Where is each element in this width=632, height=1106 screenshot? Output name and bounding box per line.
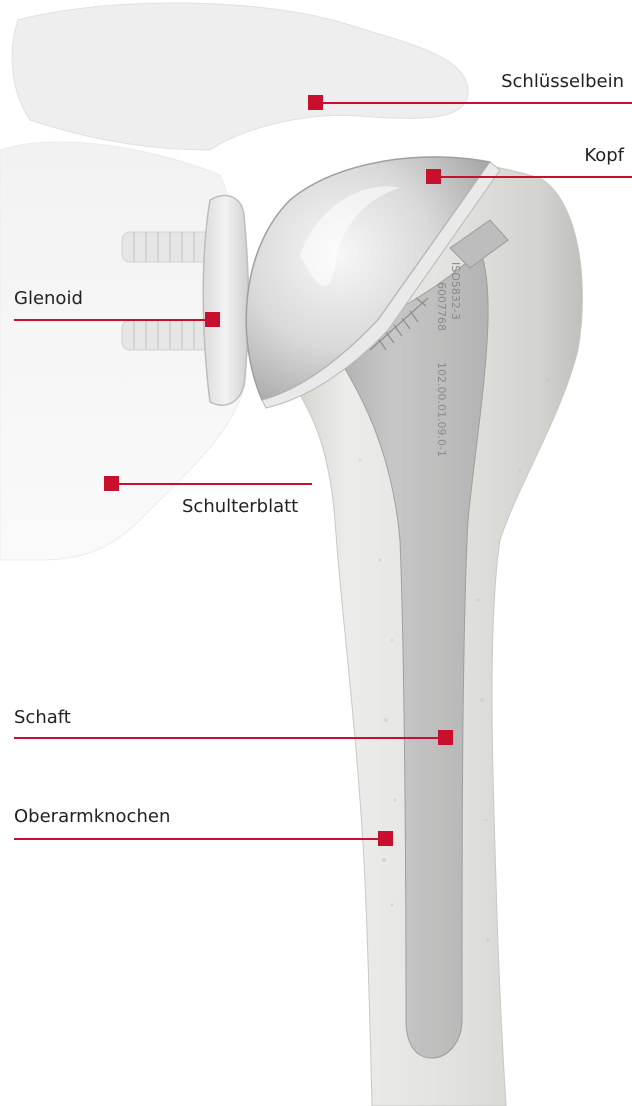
head-leader xyxy=(435,176,632,178)
clavicle-marker xyxy=(308,95,323,110)
glenoid-leader xyxy=(14,319,214,321)
svg-text:ISO5832-3: ISO5832-3 xyxy=(449,262,462,320)
humerus-marker xyxy=(378,831,393,846)
stem-marker xyxy=(438,730,453,745)
stem-label: Schaft xyxy=(14,707,71,729)
glenoid-label: Glenoid xyxy=(14,288,83,310)
scapula-label: Schulterblatt xyxy=(182,496,298,518)
svg-text:102.00.01.09.0-1: 102.00.01.09.0-1 xyxy=(435,362,448,457)
scapula-marker xyxy=(104,476,119,491)
scapula-leader xyxy=(112,483,312,485)
clavicle-label: Schlüsselbein xyxy=(501,71,624,93)
humerus-leader xyxy=(14,838,386,840)
clavicle-shape xyxy=(12,3,468,150)
stem-leader xyxy=(14,737,446,739)
clavicle-leader xyxy=(316,102,632,104)
glenoid-component xyxy=(203,196,248,406)
glenoid-marker xyxy=(205,312,220,327)
svg-text:6007768: 6007768 xyxy=(435,282,448,331)
humerus-label: Oberarmknochen xyxy=(14,806,170,828)
head-marker xyxy=(426,169,441,184)
head-label: Kopf xyxy=(584,145,624,167)
